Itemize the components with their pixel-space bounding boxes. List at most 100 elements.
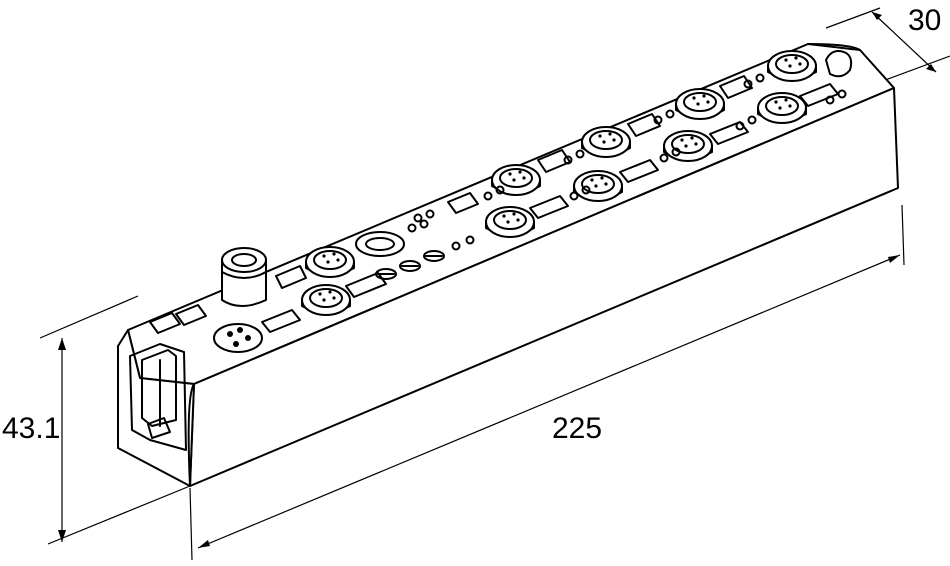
status-led: [495, 185, 505, 195]
port-pin: [332, 296, 336, 300]
label-window: [719, 75, 753, 99]
port-pin: [612, 138, 616, 142]
port-pin: [798, 62, 802, 66]
port-pin: [512, 212, 516, 216]
status-led: [825, 95, 835, 105]
status-led: [407, 223, 417, 233]
m12-port-front: [663, 130, 713, 162]
status-led: [743, 79, 753, 89]
port-pin: [590, 178, 594, 182]
port-pin: [774, 100, 778, 104]
port-pin: [318, 292, 322, 296]
label-window: [447, 192, 479, 214]
port-pin: [518, 170, 522, 174]
port-inner-ring: [683, 92, 717, 112]
power-connector-body: [221, 259, 267, 307]
length-label: 225: [552, 412, 602, 445]
address-switch: [375, 268, 397, 280]
led-group: [407, 73, 847, 251]
port-inner-ring: [499, 168, 533, 188]
socket-pin: [227, 331, 233, 337]
status-led: [653, 115, 663, 125]
power-connector-top: [221, 247, 267, 273]
port-inner-ring: [309, 288, 343, 308]
label-windows: [149, 75, 839, 334]
width-extension-line-top: [825, 7, 881, 29]
port-pin: [604, 182, 608, 186]
top-rounded-corner: [807, 43, 861, 51]
port-inner-ring: [581, 174, 615, 194]
width-arrow-top: [872, 12, 882, 20]
width-arrow-bottom: [926, 64, 936, 72]
label-window: [627, 113, 661, 137]
height-label: 43.1: [2, 412, 60, 445]
status-led: [419, 219, 429, 229]
width-extension-line-bottom: [879, 55, 950, 83]
port-pin: [502, 214, 506, 218]
label-window: [175, 304, 207, 326]
port-inner-ring: [671, 134, 705, 154]
port-pin: [336, 258, 340, 262]
width-label: 30: [908, 4, 941, 37]
height-extension-line-bottom: [47, 485, 191, 545]
front-rounded-edge: [187, 383, 195, 487]
height-arrow-bottom: [58, 530, 66, 542]
address-switch: [423, 250, 445, 262]
m12-port-front: [301, 284, 351, 316]
port-pin: [322, 298, 326, 302]
power-connector: [213, 247, 267, 353]
port-pin: [516, 218, 520, 222]
label-window: [261, 309, 301, 333]
status-led: [569, 191, 579, 201]
m12-port-back: [491, 164, 541, 196]
length-arrow-right: [888, 255, 900, 263]
status-led: [483, 191, 493, 201]
label-window: [275, 265, 307, 289]
port-pin: [784, 58, 788, 62]
label-window: [149, 312, 181, 334]
status-led: [451, 241, 461, 251]
status-led: [837, 89, 847, 99]
mounting-slot-inner: [141, 349, 177, 427]
length-extension-line-left: [189, 487, 193, 561]
port-pin: [332, 252, 336, 256]
length-dimension-line: [197, 254, 901, 549]
length-arrow-left: [198, 540, 210, 548]
dimension-width: 30: [825, 4, 950, 83]
status-led: [413, 213, 423, 223]
length-extension-line-right: [901, 204, 905, 266]
address-switch: [399, 260, 421, 272]
port-pin: [690, 136, 694, 140]
port-pin: [602, 140, 606, 144]
socket-pin: [245, 335, 251, 341]
center-rotary-switch: [355, 231, 405, 257]
m12-port-back: [305, 246, 355, 278]
port-pin: [598, 134, 602, 138]
port-group: [301, 50, 817, 316]
port-inner-ring: [313, 250, 347, 270]
label-window: [529, 195, 569, 219]
height-extension-line-top: [39, 295, 139, 339]
port-pin: [702, 94, 706, 98]
m12-port-back: [581, 126, 631, 158]
port-pin: [506, 220, 510, 224]
status-led: [755, 73, 765, 83]
port-pin: [696, 102, 700, 106]
height-arrow-top: [58, 338, 66, 350]
port-pin: [788, 104, 792, 108]
status-led: [563, 155, 573, 165]
port-pin: [512, 178, 516, 182]
mounting-hole-back: [825, 50, 853, 78]
port-inner-ring: [589, 130, 623, 150]
label-window: [619, 159, 659, 183]
port-pin: [794, 56, 798, 60]
status-led: [575, 149, 585, 159]
status-led: [665, 109, 675, 119]
port-pin: [322, 254, 326, 258]
port-pin: [684, 144, 688, 148]
port-pin: [788, 64, 792, 68]
status-led: [747, 115, 757, 125]
dimension-length: 225: [189, 204, 905, 561]
